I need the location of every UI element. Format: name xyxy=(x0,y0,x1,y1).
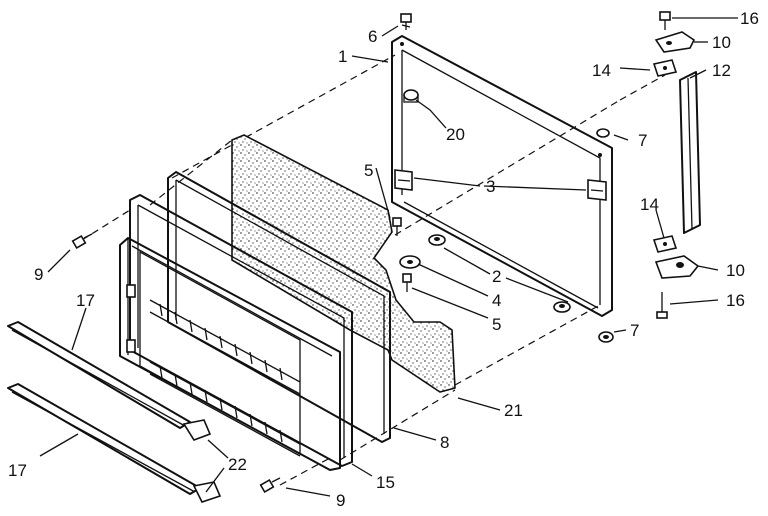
hinge-part-10-top xyxy=(654,31,696,53)
label-22: 22 xyxy=(228,455,247,474)
shelf-bar-part-17-upper xyxy=(7,321,212,441)
label-8: 8 xyxy=(440,433,449,452)
screw-part-9-upper xyxy=(71,233,93,250)
label-15: 15 xyxy=(376,473,395,492)
foot-part-2-b xyxy=(553,301,571,313)
foot-part-2-a xyxy=(428,234,446,246)
cap-part-7-top xyxy=(596,128,610,138)
label-14-lower: 14 xyxy=(640,195,659,214)
label-17-upper: 17 xyxy=(76,291,95,310)
label-14-upper: 14 xyxy=(592,61,611,80)
label-10-lower: 10 xyxy=(726,261,745,280)
screw-part-16-top xyxy=(659,11,671,30)
door-frame xyxy=(391,35,613,317)
inner-door-panel xyxy=(119,237,341,471)
shelf-bar-part-17-lower xyxy=(7,383,222,503)
label-10-upper: 10 xyxy=(712,33,731,52)
hinge-bracket-part-3-right xyxy=(587,179,607,201)
label-9-lower: 9 xyxy=(336,491,345,510)
label-16-upper: 16 xyxy=(740,9,759,28)
shim-part-14-top xyxy=(652,59,678,77)
label-6: 6 xyxy=(368,27,377,46)
hinge-part-10-bottom xyxy=(654,255,700,279)
label-5-upper: 5 xyxy=(364,161,373,180)
assembly-dash-lines xyxy=(81,54,666,486)
leader-lines xyxy=(39,17,738,497)
foam-insulation-part-21 xyxy=(231,134,456,393)
screw-part-5-upper xyxy=(392,217,402,236)
washer-part-4 xyxy=(399,255,421,269)
label-9-upper: 9 xyxy=(34,265,43,284)
label-4: 4 xyxy=(492,291,501,310)
label-1: 1 xyxy=(338,47,347,66)
label-7-upper: 7 xyxy=(638,131,647,150)
label-20: 20 xyxy=(446,125,465,144)
label-3: 3 xyxy=(486,177,495,196)
label-7-lower: 7 xyxy=(630,321,639,340)
label-5-lower: 5 xyxy=(492,315,501,334)
handle-part-12 xyxy=(679,71,701,234)
label-12: 12 xyxy=(712,61,731,80)
screw-part-16-bottom xyxy=(656,292,668,319)
screw-part-6 xyxy=(400,13,412,30)
hinge-bracket-part-3-left xyxy=(394,169,413,191)
plug-part-20 xyxy=(403,89,419,103)
part-labels: 1 6 20 3 5 2 4 5 7 7 14 16 10 12 14 10 1… xyxy=(8,9,759,510)
label-21: 21 xyxy=(504,401,523,420)
label-16-lower: 16 xyxy=(726,291,745,310)
screw-part-9-lower xyxy=(259,477,281,494)
label-17-lower: 17 xyxy=(8,461,27,480)
screw-part-5-lower xyxy=(402,273,412,292)
shim-part-14-bottom xyxy=(652,235,678,253)
label-2: 2 xyxy=(492,267,501,286)
cap-part-7-bottom xyxy=(598,331,614,343)
